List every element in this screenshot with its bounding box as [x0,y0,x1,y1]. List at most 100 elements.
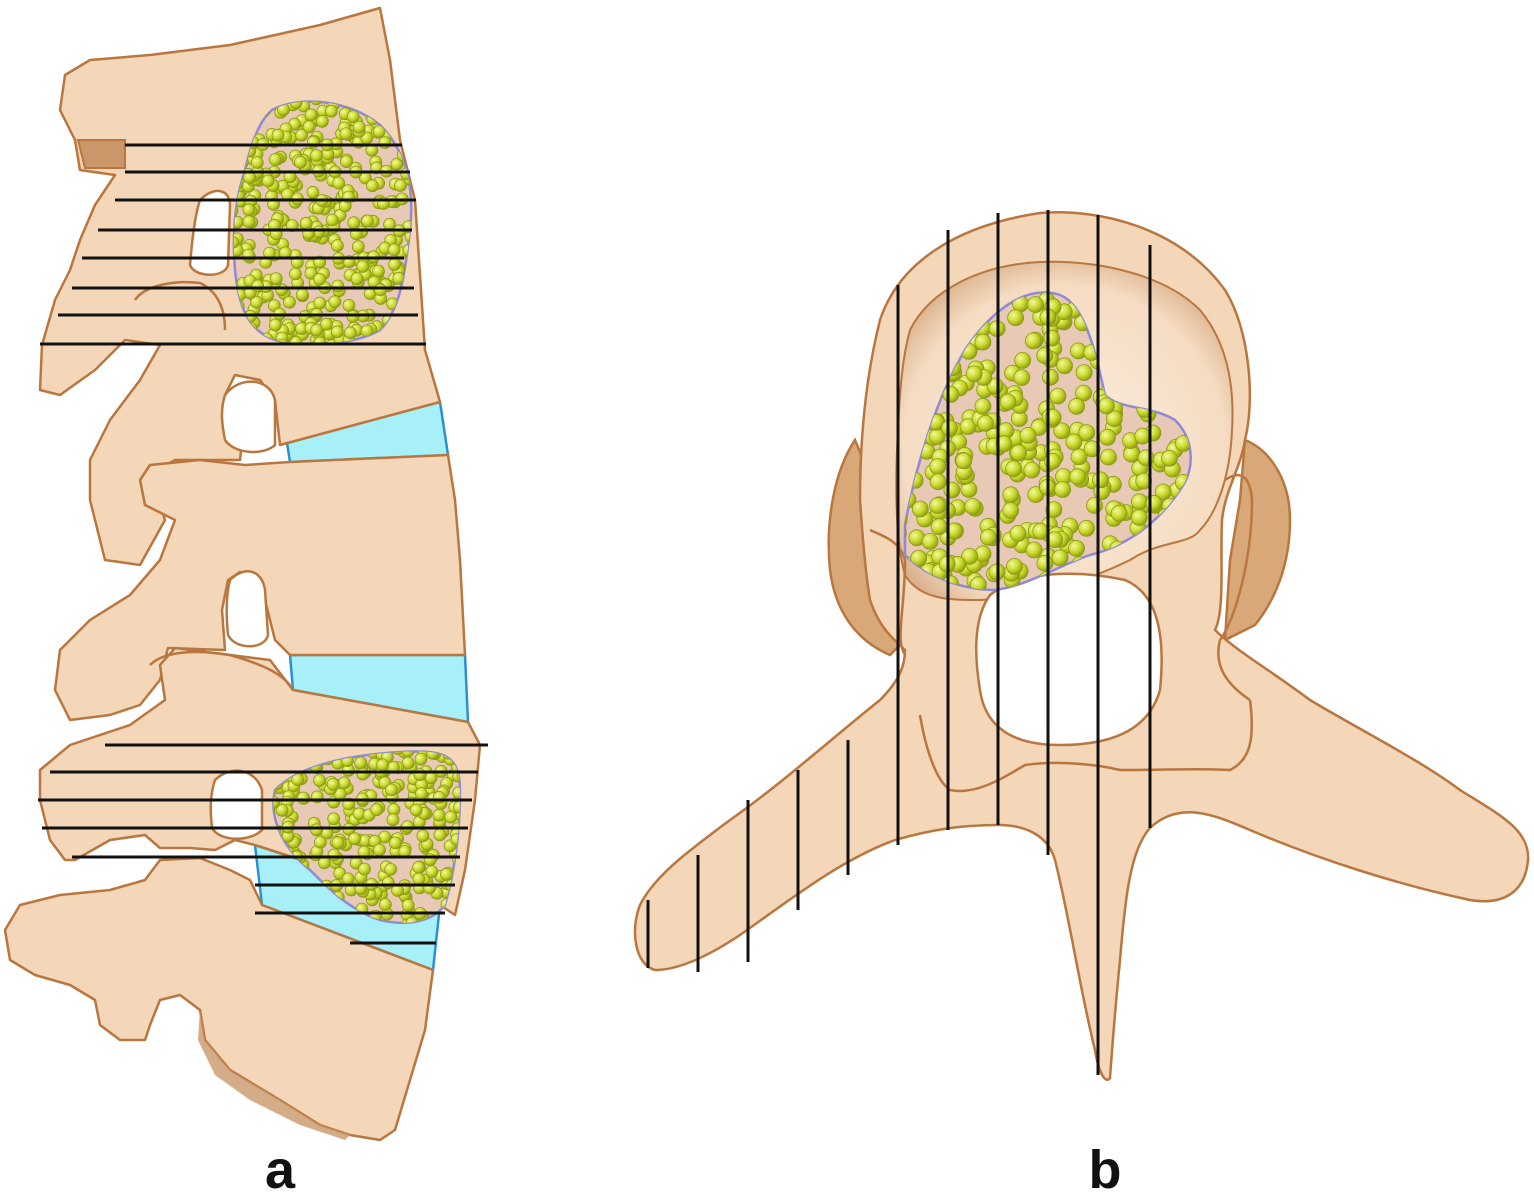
tumor-cell [295,288,309,302]
tumor-cell [1068,397,1085,415]
tumor-cell [409,803,423,817]
tumor-cell [942,385,960,403]
panel-label-b: b [1089,1140,1122,1196]
panel-b-axial-vertebra [633,210,1530,1081]
tumor-cell [1100,448,1117,466]
tumor-cell [293,155,307,169]
spinal-canal [974,572,1163,747]
tumor-cell [250,156,264,170]
tumor-cell [1131,493,1148,511]
tumor-cell [416,829,430,843]
tumor-cell [415,787,428,800]
tumor-cell [394,179,407,192]
tumor-cell [337,776,351,790]
tumor-cell [1002,486,1020,504]
tumor-cell [955,452,973,470]
tumor-cell [1078,424,1096,442]
tumor-cell [268,318,282,332]
tumor-cell [414,752,428,766]
tumor-cell [445,916,459,923]
tumor-cell [456,769,460,782]
tumor-cell [930,518,948,536]
foramen [188,189,232,276]
tumor-cell [251,279,265,293]
tumor-cell [911,500,929,518]
tumor-cell [313,774,326,787]
tumor-cell [1083,440,1101,458]
tumor-cell [275,803,289,817]
tumor-cell [283,295,296,309]
tumor-cell [373,843,386,857]
tumor-cell [348,832,362,846]
tumor-cell [444,810,458,824]
panel-label-a: a [265,1140,296,1196]
tumor-cell [233,235,240,249]
tumor-cell [339,127,353,141]
tumor-cell [250,295,264,309]
tumor-cell [378,898,392,911]
tumor-cell [425,865,439,878]
tumor-cell [310,823,324,837]
tumor-cell [388,836,402,850]
tumor-cell [331,836,345,850]
facet-joint-line [133,280,227,331]
tumor-cell [1019,426,1037,444]
tumor-cell [1110,505,1128,522]
tumor-cell [1174,435,1191,452]
tumor-cell [1051,549,1069,567]
tumor-cell [313,272,326,286]
tumor-cell [356,260,370,273]
tumor-cell [1161,449,1178,467]
tumor-cell [1075,384,1092,402]
tumor-cell [386,813,400,827]
tumor-cell [341,872,355,886]
tumor-cell [1105,410,1123,428]
tumor-cell [385,783,398,797]
tumor-cell [271,128,285,142]
hatch-lines-lower [38,743,488,945]
tumor-cell [1002,502,1020,519]
tumor-cell [1070,448,1088,466]
tumor-cell [351,240,365,254]
tumor-cell [1027,296,1044,314]
tumor-cell [295,128,309,142]
hatch-lines-vertical [646,210,1152,1075]
tumor-cell [1075,364,1093,382]
tumor-cell [433,828,447,842]
tumor-cell [403,101,412,107]
tumor-cell [346,110,360,123]
tumor-cell [310,149,323,162]
tumor-cell [242,203,256,217]
facet-shadow [76,139,126,169]
tumor-cell [376,758,390,772]
tumor-cell [1042,368,1059,386]
tumor-cell [330,239,344,253]
vertebra-bottom [3,856,435,1142]
tumor-cell [921,533,939,550]
tumor-cell [342,298,356,312]
tumor-cell [980,528,997,546]
tumor-cell [1025,541,1043,559]
tumor-cell [269,272,283,286]
tumor-cell [1006,558,1023,575]
tumor-cell [1078,519,1095,537]
tumor-cell [328,295,342,309]
tumor-cell [1154,483,1172,501]
tumor-cell [442,914,456,923]
tumor-cell [358,862,371,876]
tumor-cell [306,185,320,199]
hatch-lines-upper [40,143,426,346]
tumor-cell [1065,433,1083,451]
tumor-cell [1054,481,1071,498]
tumor-cell [400,101,412,105]
tumor-cell [366,179,379,193]
tumor-cell [1036,554,1054,572]
tumor-cell [1098,397,1115,415]
tumor-cell [1025,332,1042,350]
tumor-cell [361,214,374,228]
tumor-cell [352,120,366,134]
tumor-cell [905,524,907,542]
tumor-cell [315,114,329,128]
panel-a-lateral-spine [3,6,488,1142]
tumor-cell [310,323,324,337]
